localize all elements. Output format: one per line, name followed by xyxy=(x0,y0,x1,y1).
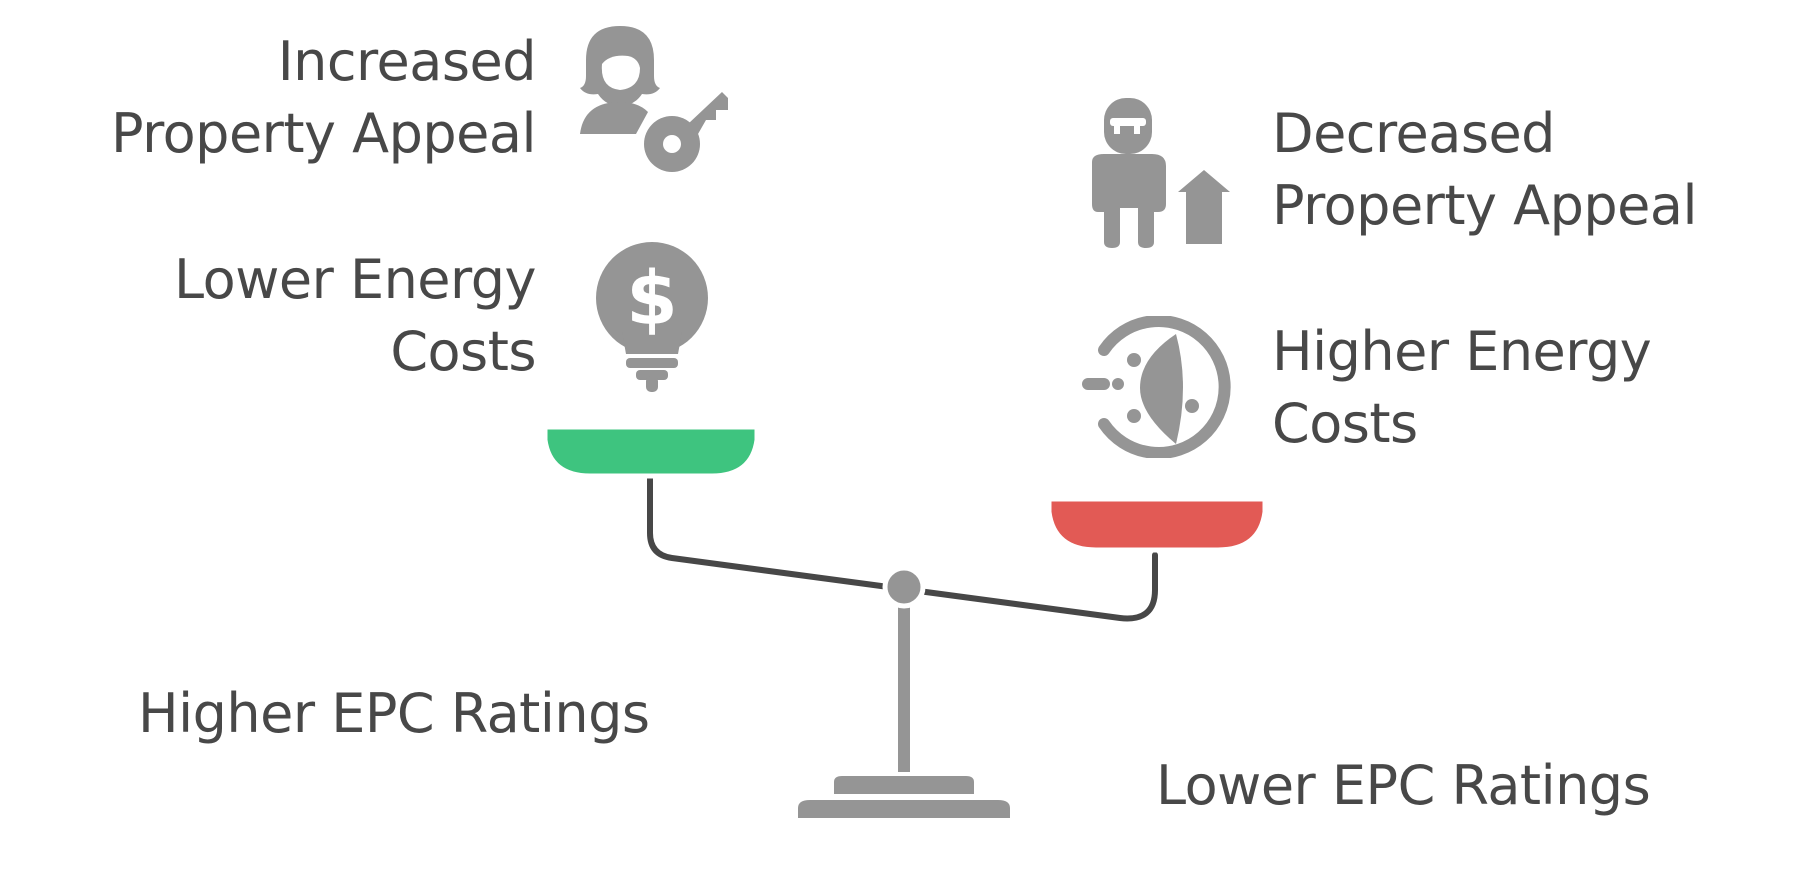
scale-pillar xyxy=(894,600,914,776)
label-line: Costs xyxy=(1272,392,1418,455)
energy-gauge-icon xyxy=(1082,316,1231,458)
left-pan xyxy=(542,424,760,479)
label-line: Costs xyxy=(390,320,536,383)
person-with-house-icon xyxy=(1092,98,1230,248)
heading-lower-epc-ratings: Lower EPC Ratings xyxy=(1156,754,1651,817)
heading-higher-epc-ratings: Higher EPC Ratings xyxy=(138,682,650,745)
label-line: Property Appeal xyxy=(111,102,536,165)
label-increased-property-appeal: Increased Property Appeal xyxy=(111,26,536,170)
svg-text:$: $ xyxy=(626,256,678,342)
label-line: Decreased xyxy=(1272,102,1555,165)
label-lower-energy-costs: Lower Energy Costs xyxy=(174,244,536,388)
label-higher-energy-costs: Higher Energy Costs xyxy=(1272,316,1652,460)
label-line: Higher Energy xyxy=(1272,320,1652,383)
scale-pivot xyxy=(882,565,926,609)
label-line: Property Appeal xyxy=(1272,174,1697,237)
right-pan xyxy=(1046,496,1268,553)
person-with-key-icon xyxy=(580,26,728,172)
label-decreased-property-appeal: Decreased Property Appeal xyxy=(1272,98,1697,242)
label-line: Increased xyxy=(277,30,537,93)
scale-base xyxy=(794,796,1014,822)
lightbulb-dollar-icon: $ xyxy=(596,242,708,392)
scale-base-top xyxy=(830,772,978,798)
label-line: Lower Energy xyxy=(174,248,536,311)
